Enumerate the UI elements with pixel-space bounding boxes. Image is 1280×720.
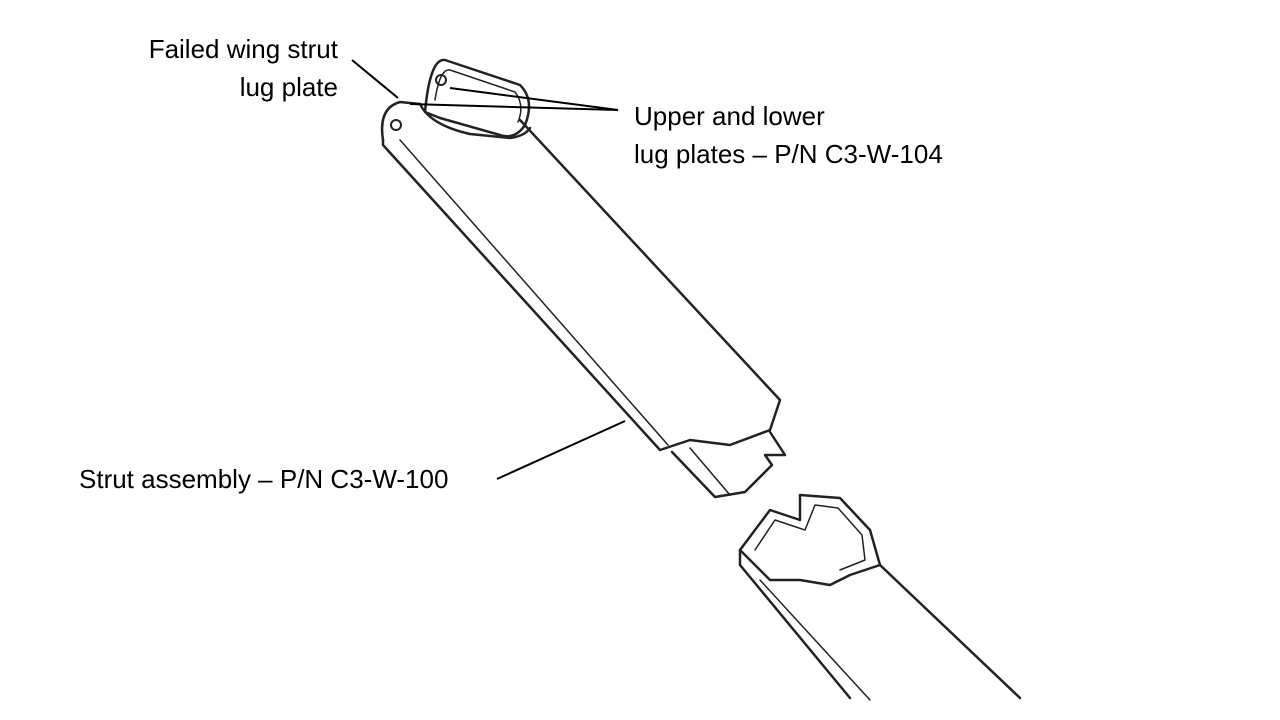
label-failed-lug-plate: Failed wing strut lug plate: [80, 30, 338, 106]
leader-lower-lug: [409, 103, 619, 111]
strut-lower-right-edge: [878, 563, 1022, 700]
upper-lug-plate: [423, 58, 531, 138]
strut-lower-opening: [738, 493, 882, 587]
upper-lug-hole: [435, 74, 447, 86]
label-failed-lug-line2: lug plate: [239, 72, 338, 102]
upper-lug-plate-inner: [434, 69, 522, 123]
lower-lug-hole: [390, 119, 402, 131]
strut-stub-line: [689, 447, 731, 496]
leader-strut-assembly: [496, 420, 626, 480]
strut-upper-section: [381, 118, 782, 452]
leader-failed-lug: [351, 59, 399, 99]
strut-broken-stub: [670, 430, 787, 499]
label-failed-lug-line1: Failed wing strut: [148, 34, 338, 64]
strut-lower-inner: [754, 504, 866, 571]
lower-lug-plate: [380, 100, 532, 142]
label-upper-lower-line2: lug plates – P/N C3-W-104: [634, 139, 943, 169]
strut-lower-mid-edge: [759, 579, 871, 701]
label-upper-lower-line1: Upper and lower: [634, 101, 825, 131]
label-upper-lower-lug-plates: Upper and lower lug plates – P/N C3-W-10…: [634, 97, 943, 173]
leader-upper-lug: [449, 87, 619, 111]
strut-lower-left-edge: [738, 548, 852, 700]
label-strut-assembly: Strut assembly – P/N C3-W-100: [79, 464, 449, 494]
strut-flange-line: [399, 139, 669, 446]
